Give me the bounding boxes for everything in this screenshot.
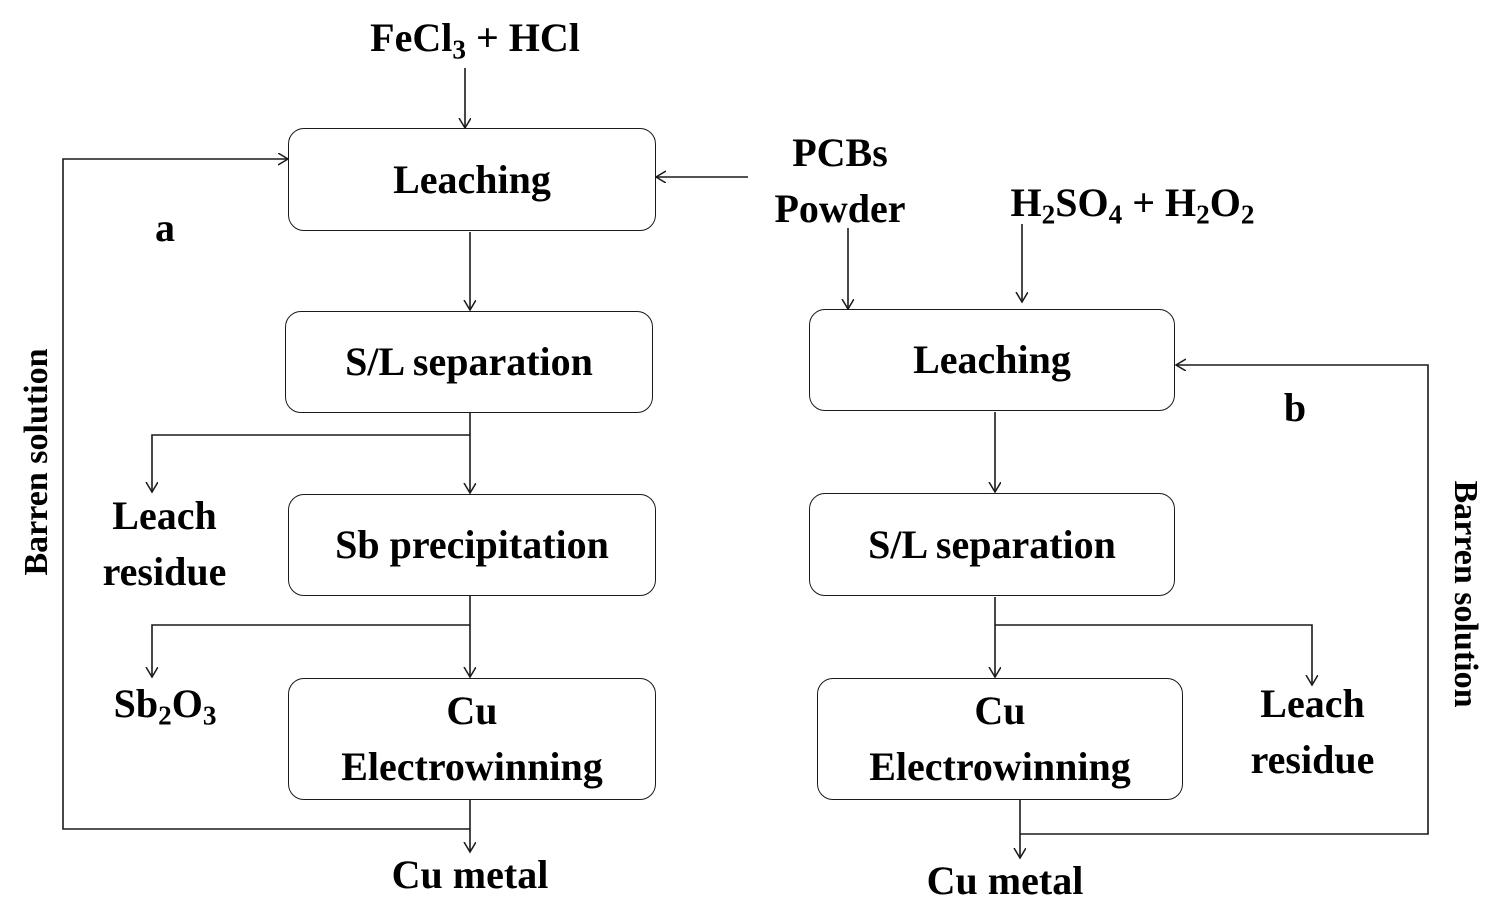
barren-solution-label-a: Barren solution — [18, 348, 55, 576]
fecl3-hcl-input-label: FeCl3 + HCl — [370, 15, 580, 65]
recycle-loop-b — [1020, 365, 1429, 835]
sb-precipitation-box: Sb precipitation — [288, 494, 656, 596]
cu-metal-label-a: Cu metal — [391, 852, 549, 897]
sl-separation-box-b: S/L separation — [809, 493, 1175, 596]
panel-a-tag: a — [155, 205, 175, 250]
arrow-to-leach-residue-b — [995, 624, 1312, 685]
recycle-loop-a — [62, 159, 470, 830]
barren-solution-label-b: Barren solution — [1447, 480, 1484, 708]
arrow-to-leach-residue-a — [152, 434, 470, 492]
leaching-box-a: Leaching — [288, 128, 656, 231]
panel-b-tag: b — [1283, 385, 1307, 430]
h2so4-h2o2-input-label: H2SO4 + H2O2 — [1010, 180, 1255, 230]
cu-metal-label-b: Cu metal — [926, 858, 1084, 903]
leaching-box-b: Leaching — [809, 309, 1175, 411]
sl-separation-box-a: S/L separation — [285, 311, 653, 413]
arrow-to-sb2o3 — [152, 624, 470, 677]
sb2o3-product-label: Sb2O3 — [113, 681, 217, 731]
